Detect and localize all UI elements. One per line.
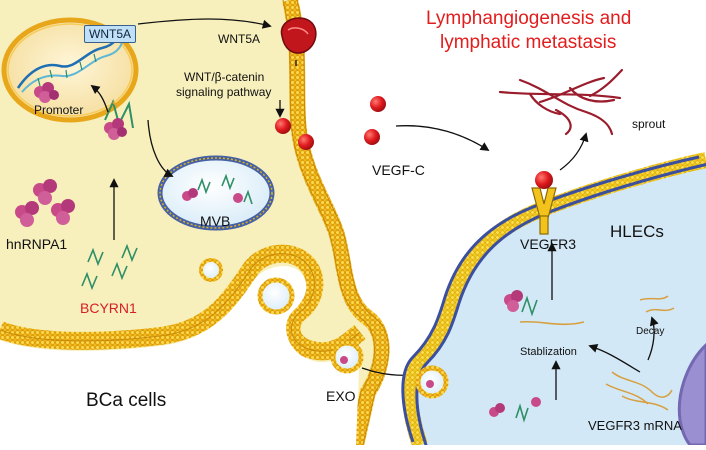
bca-cells-label: BCa cells	[86, 390, 167, 411]
arrow-to-mvb	[147, 119, 174, 177]
bca-cell-membrane	[282, 0, 390, 447]
membrane-vesicle-small	[199, 258, 223, 282]
vegfr3-mrna-strands	[605, 295, 675, 411]
hlec-cell-membrane	[401, 152, 706, 448]
bcyrn1-rnas	[81, 243, 138, 291]
hlec-bcyrn1-complex	[504, 290, 585, 326]
hnrnpa1-cluster	[15, 179, 75, 227]
title-line-1: Lymphangiogenesis and	[426, 8, 632, 29]
arrow-rna-to-promoter	[90, 84, 109, 113]
vegfr3-label: VEGFR3	[520, 236, 577, 252]
promoter-protein-cluster	[34, 82, 59, 103]
exosome-released	[330, 340, 364, 374]
wnt5a-receptor	[280, 17, 317, 54]
membrane-vesicle-large	[257, 277, 295, 315]
arrow-mrna-to-decay	[647, 316, 659, 361]
hlec-cell-cytoplasm	[409, 160, 706, 445]
arrow-vegfc-to-hlec	[395, 125, 490, 151]
title-line-2: lymphatic metastasis	[440, 32, 617, 53]
hlec-nucleus	[677, 342, 706, 447]
exo-label: EXO	[326, 388, 356, 404]
vegfc-molecules	[275, 96, 386, 150]
arrow-gene-to-wnt5a	[137, 18, 272, 29]
wnt5a-gene-label: WNT5A	[84, 25, 136, 43]
vegfr3-receptor	[531, 171, 557, 235]
hnrnpa1-label: hnRNPA1	[6, 236, 68, 252]
bcyrn1-label: BCYRN1	[80, 300, 137, 316]
decay-label: Decay	[636, 326, 665, 337]
hlecs-label: HLECs	[610, 222, 664, 241]
vegfr3-mrna-label: VEGFR3 mRNA	[588, 418, 682, 433]
arrow-mrna-to-stabilization	[588, 343, 641, 373]
arrow-receptor-to-sprout	[559, 132, 589, 171]
mvb-label: MVB	[200, 213, 231, 229]
promoter-label: Promoter	[34, 103, 84, 117]
hlec-bcyrn1-lower	[489, 397, 541, 423]
wnt5a-protein-label: WNT5A	[218, 32, 260, 46]
pathway-label-line1: WNT/β-catenin	[184, 70, 265, 84]
sprout-label: sprout	[632, 117, 666, 131]
stabilization-label: Stablization	[520, 346, 577, 358]
pathway-label-line2: signaling pathway	[176, 85, 272, 99]
mvb-cargo	[182, 173, 253, 205]
vegfc-label: VEGF-C	[372, 162, 425, 178]
hnrnpa1-bcyrn1-complex	[104, 118, 127, 140]
lymphatic-sprout	[498, 68, 624, 136]
